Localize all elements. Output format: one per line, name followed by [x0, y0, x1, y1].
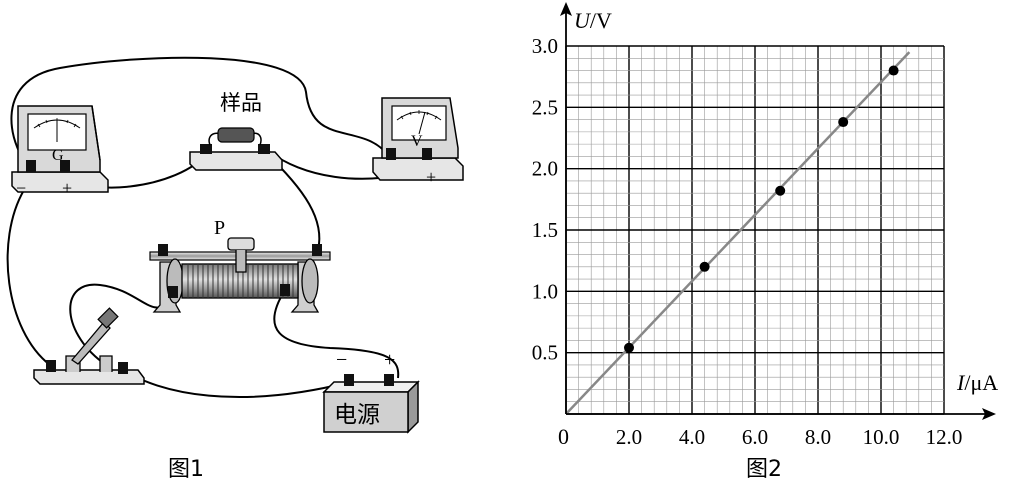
y-tick-label: 3.0 [532, 34, 558, 58]
galvanometer-letter: G [52, 147, 64, 164]
wire-switch-to-rheostat [69, 283, 173, 363]
rheostat: P [149, 217, 331, 313]
fit-line [565, 51, 911, 415]
knife-switch[interactable] [33, 307, 145, 385]
y-axis-arrow [560, 2, 572, 16]
battery-minus-terminal: − [336, 349, 347, 371]
voltmeter: V + [372, 97, 464, 187]
x-axis-label-unit: /μA [964, 370, 998, 395]
y-axis-label-quantity: U [574, 8, 592, 33]
y-axis-label-unit: /V [590, 8, 612, 33]
y-tick-label: 1.0 [532, 279, 558, 303]
sample-resistor [217, 127, 255, 143]
wire-switch-to-battery [119, 367, 351, 398]
x-tick-label: 12.0 [926, 425, 963, 449]
x-tick-label: 4.0 [679, 425, 705, 449]
rheostat-slider[interactable] [227, 237, 255, 273]
x-axis-arrow [982, 408, 996, 420]
y-axis-label: U/V [574, 8, 612, 33]
y-tick-label: 1.5 [532, 218, 558, 242]
galvanometer-minus-terminal: − [16, 178, 26, 198]
x-tick-label: 8.0 [805, 425, 831, 449]
data-point [624, 342, 634, 353]
x-tick-label: 10.0 [863, 425, 900, 449]
voltmeter-letter: V [411, 133, 423, 150]
wire-g-to-voltmeter [10, 56, 391, 171]
battery-label: 电源 [334, 402, 380, 428]
y-tick-label: 2.0 [532, 157, 558, 181]
figure2-caption: 图2 [746, 457, 782, 482]
data-point [838, 117, 849, 128]
x-tick-label: 2.0 [616, 425, 642, 449]
chart-grid [565, 45, 945, 415]
x-axis-label-quantity: I [956, 370, 966, 395]
galvanometer-plus-terminal: + [62, 178, 72, 198]
figure1-caption: 图1 [168, 457, 204, 482]
x-axis-label: I/μA [956, 370, 998, 395]
battery-plus-terminal: + [384, 349, 395, 371]
data-point [775, 185, 786, 196]
data-point [699, 261, 710, 272]
x-tick-labels: 2.0 4.0 6.0 8.0 10.0 12.0 [616, 425, 963, 449]
wire-rheostat-to-battery [273, 289, 400, 379]
slider-label: P [214, 217, 225, 239]
battery: − + 电源 [322, 349, 420, 434]
sample-holder: 样品 [189, 91, 283, 171]
wire-g-to-switch [6, 189, 51, 366]
data-point [888, 65, 899, 76]
y-tick-labels: 0.5 1.0 1.5 2.0 2.5 3.0 [532, 34, 558, 365]
voltmeter-plus-terminal: + [426, 167, 436, 187]
sample-label: 样品 [220, 91, 262, 115]
data-points [624, 65, 899, 353]
origin-label: 0 [558, 424, 569, 449]
y-tick-label: 2.5 [532, 95, 558, 119]
x-tick-label: 6.0 [742, 425, 768, 449]
circuit-diagram: G − + 样品 V [6, 56, 464, 482]
galvanometer: G − + [11, 105, 109, 198]
y-tick-label: 0.5 [532, 341, 558, 365]
